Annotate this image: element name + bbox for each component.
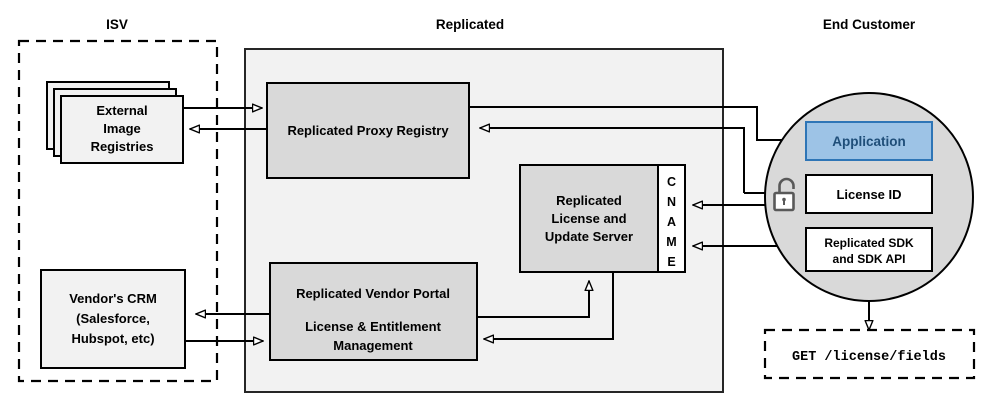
vendors-crm[interactable]: Vendor's CRM (Salesforce, Hubspot, etc) bbox=[40, 269, 186, 369]
license-id-label: License ID bbox=[836, 187, 901, 202]
end-customer-group-title: End Customer bbox=[823, 17, 916, 32]
sdk-box bbox=[805, 227, 933, 272]
api-call-label: GET /license/fields bbox=[792, 350, 946, 365]
vendor-portal-label-line2: License & Entitlement bbox=[305, 319, 441, 334]
license-id[interactable]: License ID bbox=[805, 174, 933, 214]
crm-label-line3: Hubspot, etc) bbox=[71, 331, 154, 346]
license-server-label-line3: Update Server bbox=[545, 229, 633, 244]
connector-proxy-to-application bbox=[469, 106, 799, 140]
unlocked-padlock-icon bbox=[773, 177, 795, 212]
isv-boundary bbox=[17, 39, 219, 383]
replicated-sdk[interactable]: Replicated SDK and SDK API bbox=[805, 227, 933, 272]
license-server-label-line1: Replicated bbox=[556, 193, 622, 208]
vendor-portal-box bbox=[269, 262, 478, 361]
replicated-vendor-portal[interactable]: Replicated Vendor Portal License & Entit… bbox=[269, 262, 478, 361]
isv-group-title: ISV bbox=[106, 17, 128, 32]
replicated-license-and-update-server[interactable]: Replicated License and Update Server C N… bbox=[519, 164, 686, 273]
replicated-proxy-registry[interactable]: Replicated Proxy Registry bbox=[266, 82, 470, 179]
application-label: Application bbox=[832, 134, 906, 149]
registries-label-line1: External bbox=[96, 103, 147, 118]
license-server-box bbox=[519, 164, 659, 273]
connector-application-to-proxy bbox=[480, 128, 745, 193]
proxy-registry-box bbox=[266, 82, 470, 179]
crm-box bbox=[40, 269, 186, 369]
api-call-boundary bbox=[763, 328, 976, 380]
cname-letter-5: E bbox=[667, 255, 675, 269]
crm-label-line2: (Salesforce, bbox=[76, 311, 150, 326]
vendor-portal-label-line3: Management bbox=[333, 338, 413, 353]
sdk-label-line2: and SDK API bbox=[833, 252, 906, 266]
registries-label-line3: Registries bbox=[91, 139, 154, 154]
cname-letter-4: M bbox=[666, 235, 676, 249]
registry-stack-front bbox=[60, 95, 184, 164]
license-fields-api-call: GET /license/fields bbox=[763, 328, 976, 380]
connector-vendor-portal-to-license-server bbox=[477, 281, 589, 318]
license-server-label-line2: License and bbox=[551, 211, 626, 226]
external-image-registries[interactable]: External Image Registries bbox=[46, 81, 184, 164]
crm-label-line1: Vendor's CRM bbox=[69, 291, 157, 306]
proxy-registry-label: Replicated Proxy Registry bbox=[287, 123, 449, 138]
vendor-portal-label-line1: Replicated Vendor Portal bbox=[296, 286, 450, 301]
registries-label-line2: Image bbox=[103, 121, 141, 136]
replicated-group-title: Replicated bbox=[436, 17, 504, 32]
application[interactable]: Application bbox=[805, 121, 933, 161]
cname-letter-3: A bbox=[667, 215, 676, 229]
license-id-box bbox=[805, 174, 933, 214]
cname-letter-1: C bbox=[667, 175, 676, 189]
application-box bbox=[805, 121, 933, 161]
cname-letter-2: N bbox=[667, 195, 676, 209]
connector-license-server-to-vendor-portal bbox=[484, 272, 614, 339]
sdk-label-line1: Replicated SDK bbox=[824, 236, 914, 250]
cname-strip bbox=[657, 164, 686, 273]
